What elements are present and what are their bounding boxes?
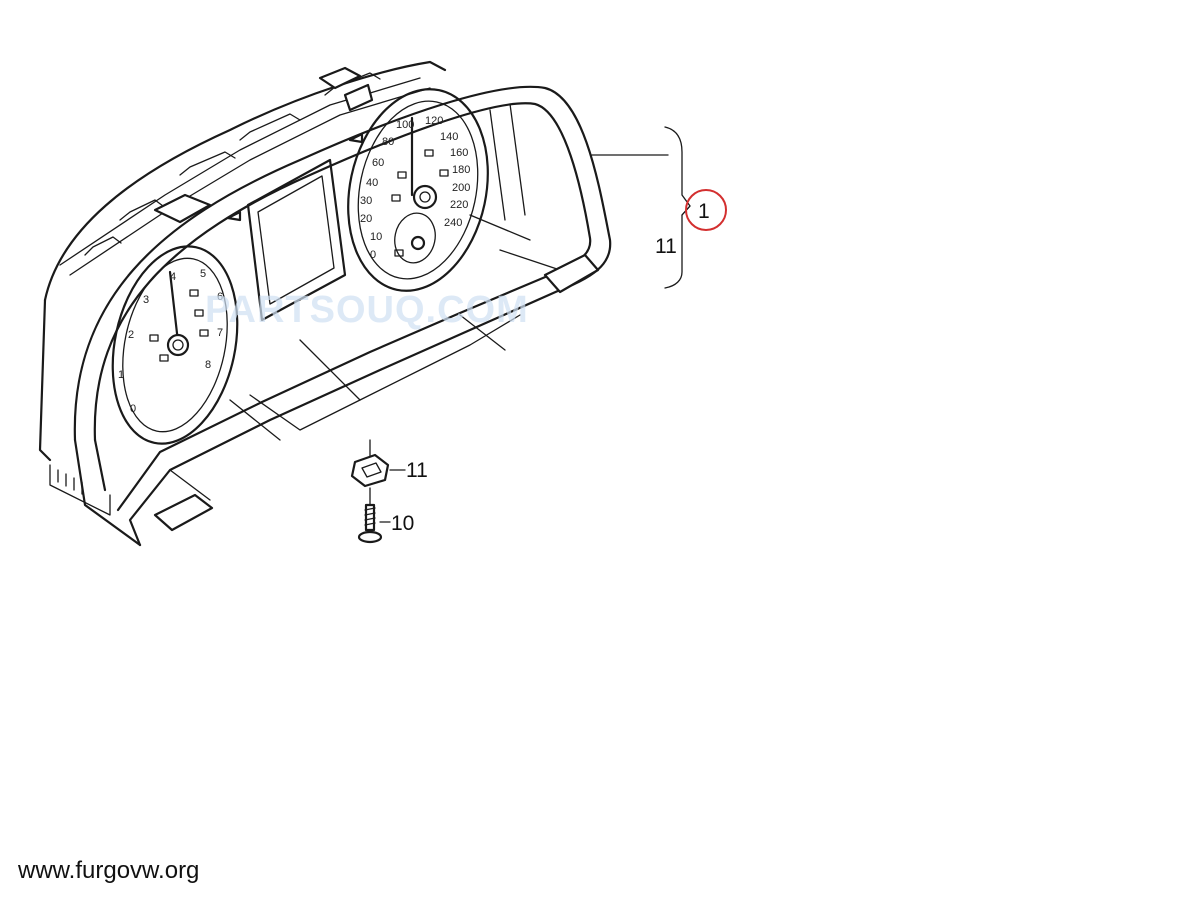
speed-label-140: 140 (440, 131, 458, 143)
site-credit[interactable]: www.furgovw.org (17, 857, 199, 884)
screw-icon (357, 487, 391, 544)
speed-label-30: 30 (360, 195, 372, 207)
tach-label-4: 4 (170, 271, 176, 283)
speedometer-dial: 0 10 20 30 40 60 80 100 120 140 160 180 … (347, 88, 489, 292)
speed-label-0: 0 (370, 249, 376, 261)
callout-part-1[interactable]: 1 (698, 200, 710, 223)
speed-label-180: 180 (452, 164, 470, 176)
speed-label-40: 40 (366, 177, 378, 189)
clip-nut-icon (350, 439, 406, 488)
tach-label-3: 3 (143, 294, 149, 306)
tach-label-2: 2 (128, 329, 134, 341)
speed-label-80: 80 (382, 136, 394, 148)
cluster-housing (38, 60, 447, 516)
tach-label-0: 0 (130, 403, 136, 415)
speed-label-240: 240 (444, 217, 462, 229)
tach-label-8: 8 (205, 359, 211, 371)
speed-label-10: 10 (370, 231, 382, 243)
watermark: PARTSOUQ.COM (205, 289, 529, 331)
callout-part-11-clip[interactable]: 11 (406, 459, 428, 482)
speed-label-20: 20 (360, 213, 372, 225)
tachometer-dial: 0 1 2 3 4 5 6 7 8 (111, 245, 239, 445)
speed-label-160: 160 (450, 147, 468, 159)
tach-label-5: 5 (200, 268, 206, 280)
tach-label-1: 1 (118, 369, 124, 381)
speed-label-120: 120 (425, 115, 443, 127)
tach-label-7: 7 (217, 327, 223, 339)
callout-part-11-bracket[interactable]: 11 (655, 235, 677, 258)
speed-label-220: 220 (450, 199, 468, 211)
callout-bracket (591, 126, 691, 289)
tach-label-6: 6 (217, 291, 223, 303)
center-display (226, 132, 364, 322)
speed-label-100: 100 (396, 119, 414, 131)
highlight-circle (685, 189, 727, 231)
cluster-bezel (73, 85, 612, 547)
callout-part-10-screw[interactable]: 10 (391, 512, 414, 535)
speed-label-60: 60 (372, 157, 384, 169)
speed-label-200: 200 (452, 182, 470, 194)
